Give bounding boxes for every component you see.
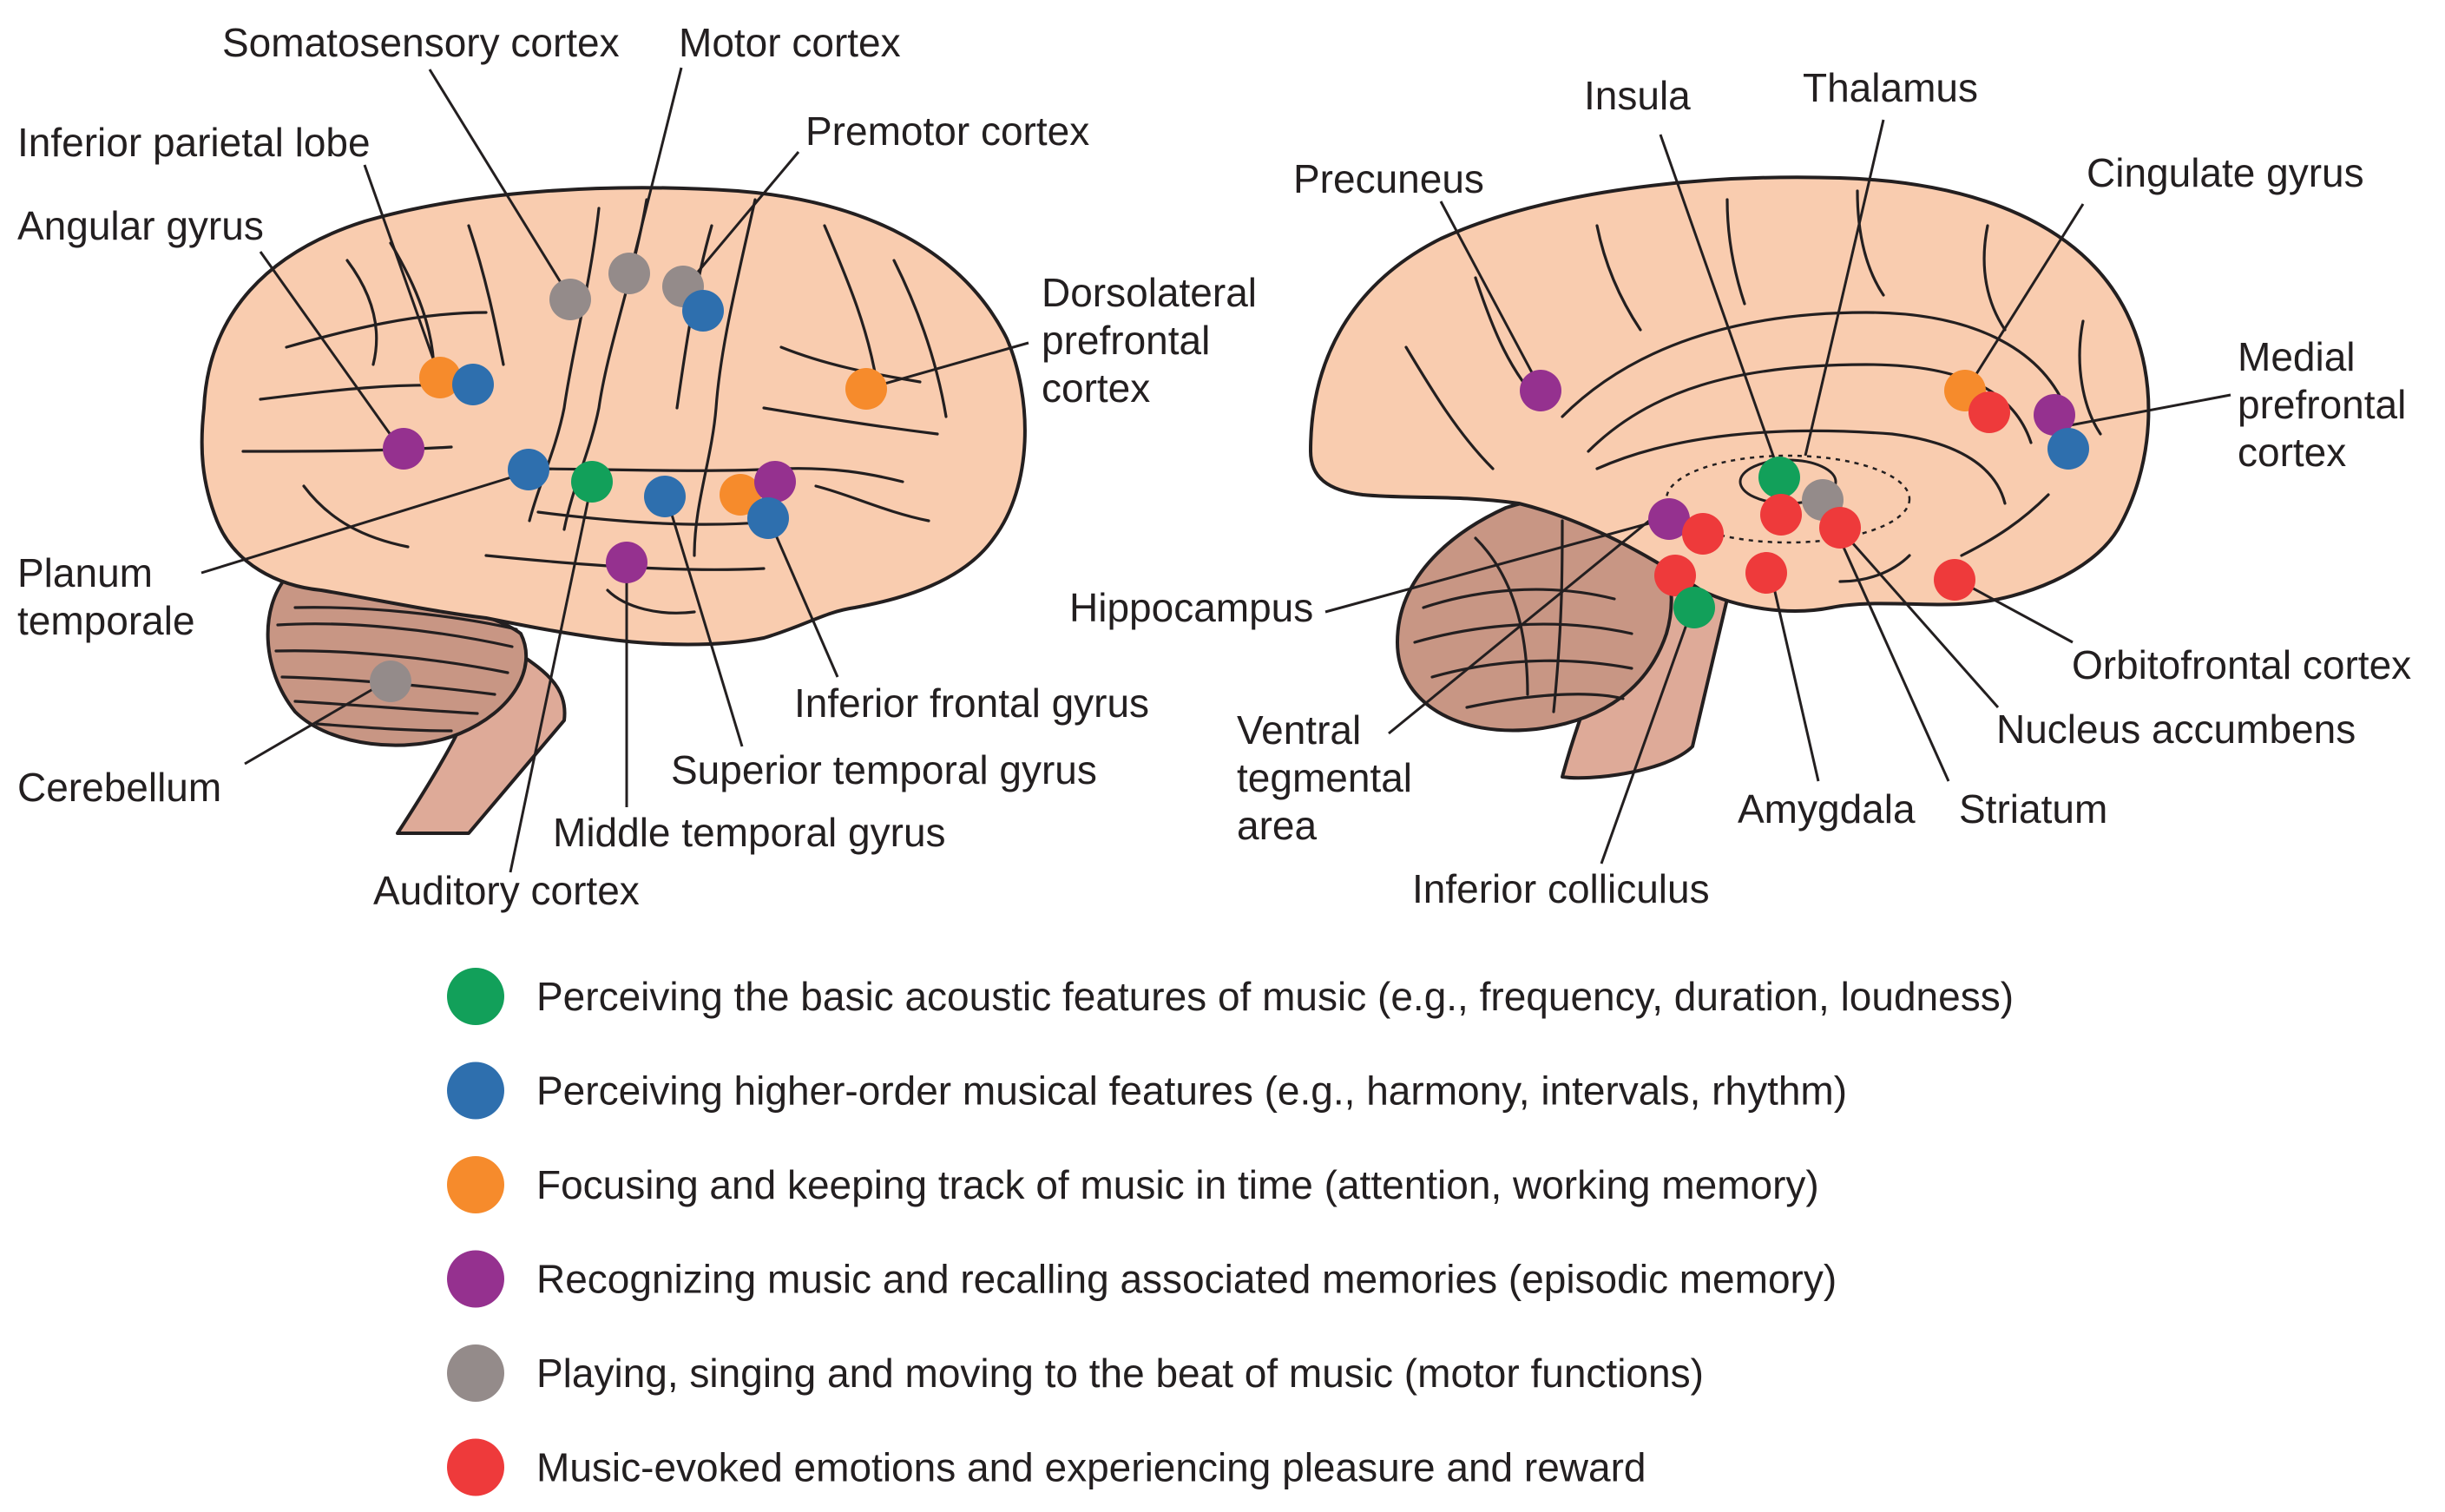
legend-item: Music-evoked emotions and experiencing p… [447, 1438, 1646, 1496]
subcortical-outline [1665, 454, 1911, 544]
dot-inferior-frontal-orange [720, 474, 761, 516]
label-angular-gyrus: Angular gyrus [17, 203, 264, 248]
legend-item: Recognizing music and recalling associat… [447, 1250, 1837, 1308]
legend-label: Focusing and keeping track of music in t… [536, 1162, 1819, 1207]
label-thalamus: Thalamus [1803, 65, 1978, 110]
dot-hippocampus-purple [1648, 498, 1690, 540]
label-hippocampus: Hippocampus [1069, 585, 1313, 630]
dot-inferior-parietal-orange [419, 357, 461, 398]
label-striatum: Striatum [1959, 786, 2107, 832]
label-mpfc-line2: prefrontal [2238, 382, 2406, 427]
dot-precuneus-purple [1520, 370, 1561, 411]
dot-nucleus-accumbens-red [1682, 513, 1724, 555]
dot-inferior-parietal-blue [452, 364, 494, 405]
label-insula: Insula [1584, 73, 1691, 118]
dot-insula-green [1758, 457, 1800, 498]
label-dlpfc-line3: cortex [1042, 365, 1150, 411]
label-auditory-cortex: Auditory cortex [373, 868, 640, 913]
label-mpfc-line3: cortex [2238, 430, 2346, 475]
legend-swatch-orange [447, 1156, 504, 1213]
label-orbitofrontal-cortex: Orbitofrontal cortex [2072, 642, 2411, 687]
label-nucleus-accumbens: Nucleus accumbens [1996, 707, 2356, 752]
legend-item: Playing, singing and moving to the beat … [447, 1344, 1704, 1402]
legend-label: Perceiving the basic acoustic features o… [536, 974, 2014, 1019]
medial-brain-view [1309, 175, 2151, 780]
label-motor-cortex: Motor cortex [679, 20, 901, 65]
dot-planum-temporale-blue [508, 449, 549, 490]
dot-cerebellum-gray [370, 661, 411, 702]
lateral-labels: Somatosensory cortex Motor cortex Premot… [17, 20, 1257, 913]
lateral-brain-view [200, 186, 1027, 835]
leader-lines [200, 67, 2231, 873]
medial-cerebellum-folia [1413, 519, 1633, 713]
legend: Perceiving the basic acoustic features o… [447, 968, 2014, 1496]
label-dlpfc-line1: Dorsolateral [1042, 270, 1257, 315]
dot-inferior-frontal-purple [754, 461, 796, 503]
dot-mpfc-blue [2047, 428, 2089, 470]
label-somatosensory-cortex: Somatosensory cortex [222, 20, 620, 65]
medial-labels: Insula Thalamus Precuneus Cingulate gyru… [1069, 65, 2411, 911]
dot-auditory-cortex-green [571, 461, 613, 503]
legend-item: Perceiving higher-order musical features… [447, 1062, 1847, 1120]
dot-somatosensory-gray [549, 279, 591, 320]
dot-superior-temporal-blue [644, 476, 686, 517]
dot-vta-red [1654, 555, 1696, 596]
dot-inferior-colliculus-green [1673, 587, 1715, 628]
dot-angular-gyrus-purple [383, 428, 424, 470]
label-precuneus: Precuneus [1293, 156, 1484, 201]
dot-dlpfc-orange [845, 368, 887, 410]
dot-premotor-blue [682, 290, 724, 332]
label-inferior-colliculus: Inferior colliculus [1412, 866, 1710, 911]
legend-label: Music-evoked emotions and experiencing p… [536, 1445, 1646, 1490]
region-dots [370, 253, 2089, 702]
legend-swatch-purple [447, 1250, 504, 1308]
legend-item: Perceiving the basic acoustic features o… [447, 968, 2014, 1025]
legend-swatch-green [447, 968, 504, 1025]
dot-middle-temporal-purple [606, 542, 647, 583]
dot-striatum-red [1819, 507, 1861, 549]
legend-label: Playing, singing and moving to the beat … [536, 1351, 1704, 1396]
dot-mpfc-purple [2034, 394, 2075, 436]
label-inferior-parietal-lobe: Inferior parietal lobe [17, 120, 371, 165]
label-vta-line1: Ventral [1237, 707, 1361, 753]
label-planum-line1: Planum [17, 550, 153, 595]
label-superior-temporal-gyrus: Superior temporal gyrus [671, 747, 1097, 792]
legend-swatch-gray [447, 1344, 504, 1402]
label-vta-line2: tegmental [1237, 755, 1412, 800]
label-planum-line2: temporale [17, 598, 195, 643]
legend-swatch-blue [447, 1062, 504, 1120]
label-premotor-cortex: Premotor cortex [805, 108, 1089, 154]
legend-swatch-red [447, 1438, 504, 1496]
label-mpfc-line1: Medial [2238, 334, 2356, 379]
dot-cingulate-red [1968, 391, 2010, 433]
label-cingulate-gyrus: Cingulate gyrus [2087, 150, 2364, 195]
dot-motor-gray [608, 253, 650, 294]
medial-sulci [1404, 189, 2102, 583]
legend-label: Recognizing music and recalling associat… [536, 1257, 1837, 1302]
label-cerebellum: Cerebellum [17, 765, 221, 810]
cerebellum-folia [274, 606, 518, 733]
legend-item: Focusing and keeping track of music in t… [447, 1156, 1819, 1213]
lateral-cerebrum [200, 186, 1027, 647]
label-vta-line3: area [1237, 803, 1317, 848]
label-amygdala: Amygdala [1738, 786, 1916, 832]
dot-amygdala-red [1745, 552, 1787, 594]
label-inferior-frontal-gyrus: Inferior frontal gyrus [794, 680, 1149, 726]
label-middle-temporal-gyrus: Middle temporal gyrus [553, 810, 946, 855]
dot-orbitofrontal-red [1934, 559, 1975, 601]
dot-thalamus-red [1760, 494, 1802, 536]
label-dlpfc-line2: prefrontal [1042, 318, 1210, 363]
dot-inferior-frontal-blue [747, 497, 789, 539]
medial-cerebrum [1309, 175, 2151, 613]
legend-label: Perceiving higher-order musical features… [536, 1068, 1847, 1114]
